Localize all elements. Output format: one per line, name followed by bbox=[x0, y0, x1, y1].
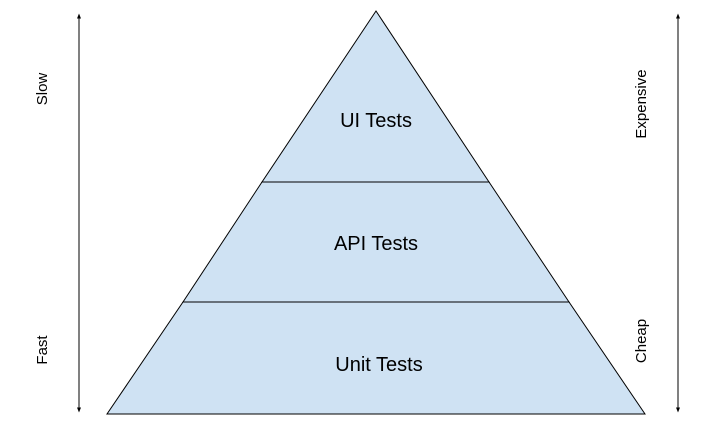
tier-label-ui: UI Tests bbox=[340, 110, 412, 132]
left-axis-top-label: Slow bbox=[34, 73, 51, 106]
left-axis-bottom-label: Fast bbox=[34, 335, 51, 365]
pyramid bbox=[106, 10, 646, 415]
right-axis-bottom-label: Cheap bbox=[633, 319, 650, 363]
pyramid-tier-unit bbox=[106, 301, 646, 415]
tier-label-unit: Unit Tests bbox=[335, 354, 422, 376]
right-axis-top-label: Expensive bbox=[633, 69, 650, 138]
pyramid-tier-ui bbox=[261, 10, 490, 183]
tier-label-api: API Tests bbox=[334, 233, 418, 255]
